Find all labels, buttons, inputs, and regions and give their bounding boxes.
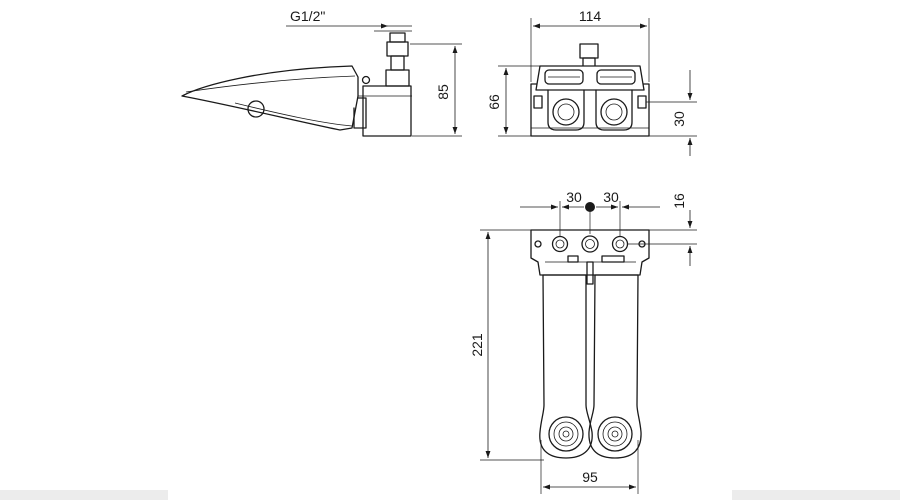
top-left-screw (534, 240, 542, 248)
top-right-pedal-center (611, 430, 619, 438)
front-top-pipe-cap (579, 43, 599, 59)
top-view: 30 30 16 221 95 (469, 189, 697, 494)
front-left-valve-ring (552, 98, 580, 126)
front-right-cam (596, 69, 636, 85)
front-left-valve (547, 89, 585, 131)
front-left-cam (544, 69, 584, 85)
side-height-label: 85 (435, 84, 451, 100)
top-right-port-inner (615, 239, 625, 249)
top-left-port-inner (555, 239, 565, 249)
top-left-pedal-ring-inner (558, 426, 574, 442)
top-left-pedal-center (562, 430, 570, 438)
side-pipe-collar (385, 69, 410, 87)
front-view: 114 66 30 (486, 8, 697, 156)
length-label: 221 (469, 333, 485, 357)
front-height-label: 66 (486, 94, 502, 110)
side-pipe (390, 55, 405, 71)
offset-label: 16 (671, 193, 687, 209)
top-back-plate (530, 229, 650, 276)
front-width-label: 114 (579, 8, 602, 24)
top-right-port (611, 235, 629, 253)
top-center-stem (586, 261, 594, 285)
side-thread-cap (389, 32, 406, 43)
right-margin-shade (732, 490, 900, 500)
left-spacing-label: 30 (566, 189, 582, 205)
side-view: G1/2" 85 (181, 8, 462, 137)
side-pedal-bottom-line (234, 102, 353, 127)
front-right-valve-ring (600, 98, 628, 126)
outlet-height-label: 30 (671, 111, 687, 127)
top-center-port-inner (585, 239, 595, 249)
left-margin-shade (0, 490, 168, 500)
side-valve-front (353, 97, 367, 129)
side-pedal-knob (247, 100, 265, 118)
side-pedal-top-line (185, 75, 356, 93)
side-pivot-pin (361, 75, 371, 85)
front-right-tab (637, 95, 647, 109)
top-left-port (551, 235, 569, 253)
top-left-pedal-ring-outer (548, 416, 584, 452)
side-pedal-body (181, 65, 359, 131)
pedal-spacing-label: 95 (582, 469, 598, 485)
front-right-valve-core (605, 103, 623, 121)
top-right-clip (601, 255, 625, 263)
top-left-clip (567, 255, 579, 263)
top-left-pedal (539, 274, 593, 459)
top-right-pedal-ring-outer (597, 416, 633, 452)
reference-dot-icon (585, 202, 595, 212)
front-right-valve (595, 89, 633, 131)
top-right-pedal-ring-mid (602, 421, 628, 447)
side-valve-body (362, 85, 412, 137)
top-right-pedal (588, 274, 642, 459)
side-thread-nut (386, 41, 409, 57)
right-spacing-label: 30 (603, 189, 619, 205)
top-right-pedal-ring-inner (607, 426, 623, 442)
top-center-port (581, 235, 599, 253)
front-left-valve-core (557, 103, 575, 121)
thread-label: G1/2" (290, 8, 325, 24)
top-left-pedal-ring-mid (553, 421, 579, 447)
front-left-tab (533, 95, 543, 109)
